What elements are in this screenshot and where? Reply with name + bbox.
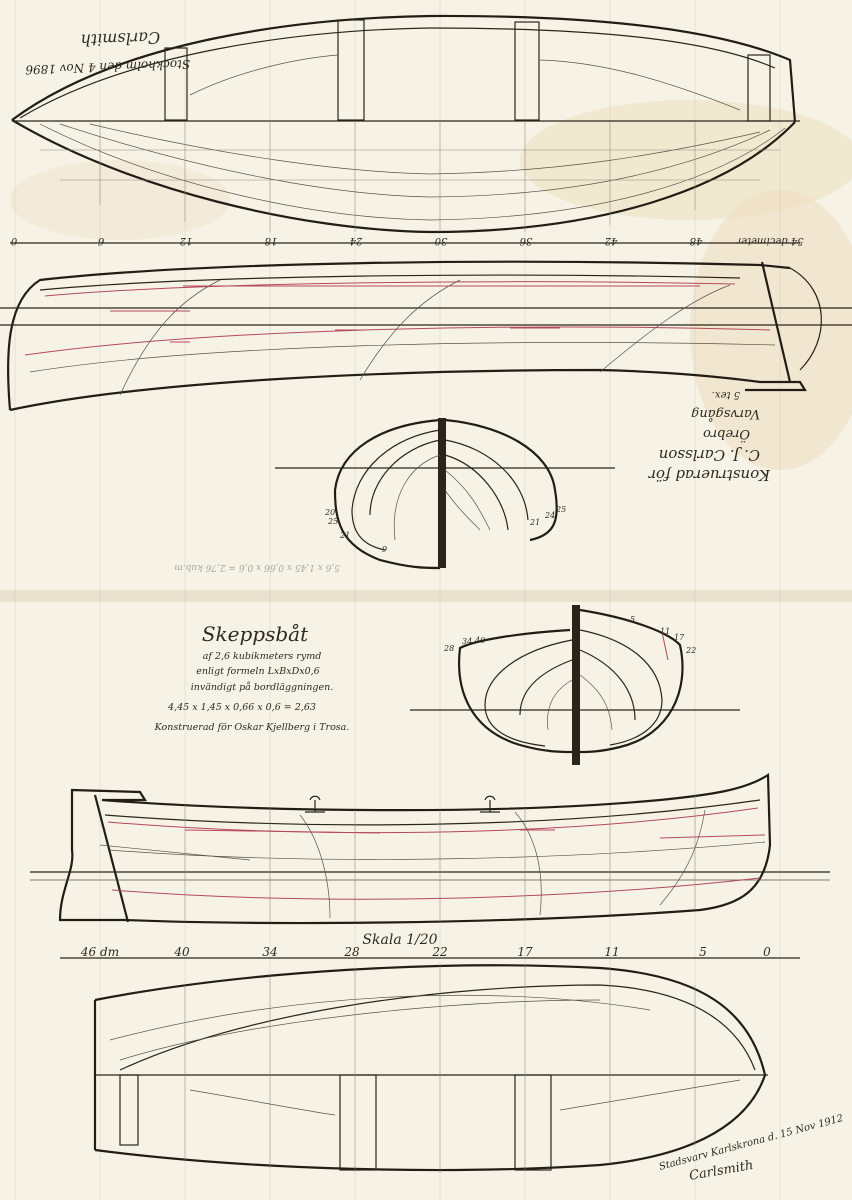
upper-side-note: Konstruerad för C. J. Carlsson Örebro Va… [648,389,771,484]
scale-tick-17: 17 [517,945,533,959]
station-tick-6: 6 [97,235,104,246]
scale-tick-11: 11 [604,945,619,959]
side-note-line-2: C. J. Carlsson [659,446,760,464]
lower-title: Skeppsbåt [202,622,309,646]
upper-body-plan: 20 25 21 9 21 24 25 [275,418,615,570]
lower-bp-label-left-34: 34 [462,637,472,646]
lower-scale-row: 46 dm 40 34 28 22 17 11 5 0 Skala 1/20 [60,932,800,959]
scale-tick-46dm: 46 dm [80,945,119,959]
upper-bp-label-left-20: 20 [324,508,335,517]
station-tick-0: 0 [10,235,17,246]
upper-bp-label-left-21: 21 [339,531,350,540]
upper-signature: Carlsmith [80,28,160,50]
upper-bp-label-left-9: 9 [382,545,387,554]
lower-plan-view [93,964,768,1173]
lower-bp-label-left-28: 28 [443,644,454,653]
side-note-line-4: Varvsgång [691,406,760,422]
upper-station-ticks: 0 6 12 18 24 30 36 42 48 54 decimeter [10,235,804,246]
paper-stains [0,100,852,602]
upper-plan-view [11,14,800,234]
station-tick-18: 18 [265,235,278,246]
lower-body-plan: 28 34 40 5 11 17 22 [410,605,740,765]
upper-bp-label-right-24: 24 [544,511,555,520]
upper-bp-label-right-25: 25 [555,505,566,514]
lower-bp-label-right-11: 11 [660,627,670,636]
station-tick-36: 36 [519,235,532,246]
lower-bp-label-right-22: 22 [685,646,696,655]
subtitle-line-5: Konstruerad för Oskar Kjellberg i Trosa. [154,722,350,733]
subtitle-line-4: 4,45 x 1,45 x 0,66 x 0,6 = 2,63 [167,702,316,713]
lower-bp-label-right-17: 17 [674,633,685,642]
station-tick-12: 12 [180,235,193,246]
scale-tick-22: 22 [431,945,447,959]
station-tick-48: 48 [690,235,704,246]
subtitle-line-2: enligt formeln LxBxDx0,6 [196,666,319,677]
subtitle-line-1: af 2,6 kubikmeters rymd [203,651,322,662]
upper-date-note: Stockholm den 4 Nov 1896 [25,57,191,77]
lower-profile-view [30,773,830,925]
scale-tick-40: 40 [173,945,190,959]
upper-faint-note: 5,6 x 1,45 x 0,66 x 0,6 = 2,76 kub.m [174,562,340,572]
side-note-line-5: 5 tex. [712,389,740,400]
subtitle-line-3: invändigt på bordläggningen. [191,681,334,693]
station-tick-30: 30 [434,235,447,246]
lower-title-block: Skeppsbåt af 2,6 kubikmeters rymd enligt… [154,622,350,733]
lower-bp-label-left-40: 40 [474,636,485,645]
station-tick-24: 24 [350,235,364,246]
scale-tick-0: 0 [763,945,771,959]
side-note-line-1: Konstruerad för [648,466,771,484]
station-tick-42: 42 [605,235,619,246]
lower-bp-label-right-5: 5 [630,615,635,624]
scale-label: Skala 1/20 [362,932,437,948]
scale-tick-28: 28 [343,945,360,959]
scale-tick-5: 5 [699,945,707,959]
upper-profile-view [0,260,852,412]
upper-bp-label-right-21: 21 [529,518,540,527]
station-tick-54: 54 decimeter [735,235,803,246]
upper-bp-label-left-25: 25 [327,517,338,526]
scale-tick-34: 34 [262,945,277,959]
side-note-line-3: Örebro [703,426,750,443]
